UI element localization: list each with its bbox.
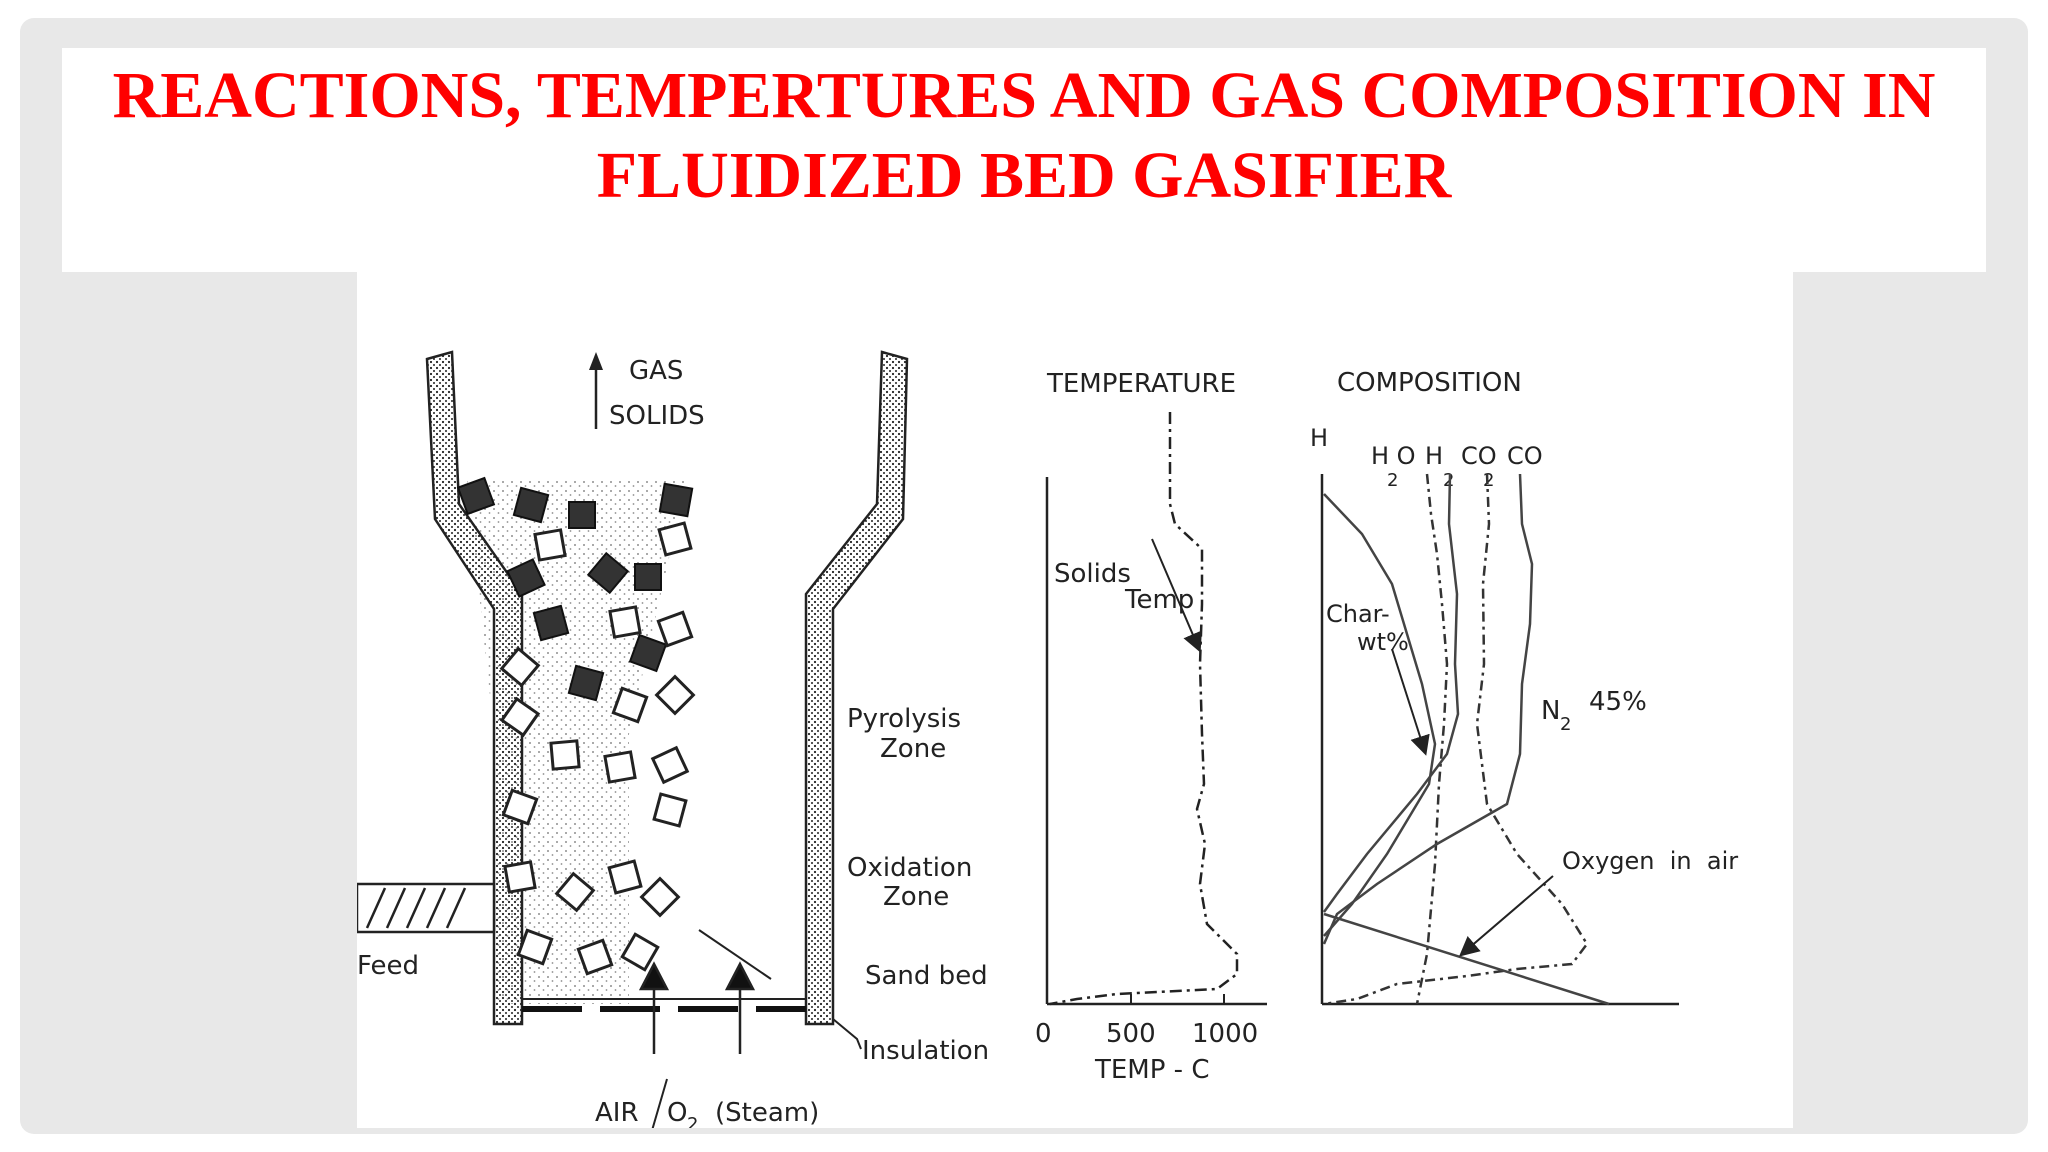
composition-plot: COMPOSITION H H O 2 H 2 CO 2 CO (1310, 368, 1738, 1006)
oxygen-in-air-label: Oxygen in air (1562, 847, 1738, 875)
char-label-line-1: Char- (1326, 600, 1390, 628)
left-wall (425, 350, 524, 1026)
oxidation-zone-label-line-2: Zone (883, 882, 949, 912)
diagram-panel: GAS SOLIDS Pyrolysis Zone Oxidation Zone… (357, 264, 1793, 1128)
insulation-label: Insulation (862, 1036, 989, 1066)
gasifier-diagram: GAS SOLIDS Pyrolysis Zone Oxidation Zone… (357, 350, 1738, 1128)
temperature-tick-1000: 1000 (1192, 1019, 1258, 1049)
co-curve (1322, 473, 1534, 945)
co2-subscript: 2 (1483, 470, 1494, 491)
slide-title-line-2: FLUIDIZED BED GASIFIER (596, 139, 1452, 212)
co2-label: CO (1461, 442, 1497, 470)
n2-subscript: 2 (1560, 714, 1571, 735)
h2o-subscript: 2 (1387, 470, 1398, 491)
sand-bed-label: Sand bed (865, 961, 988, 991)
air-label-o: O (667, 1098, 687, 1128)
n2-label: N (1541, 696, 1560, 726)
slide-title: REACTIONS, TEMPERTURES AND GAS COMPOSITI… (62, 56, 1986, 216)
gasifier-leader-lines (698, 929, 862, 1050)
slide-title-line-1: REACTIONS, TEMPERTURES AND GAS COMPOSITI… (112, 59, 1936, 132)
title-box: REACTIONS, TEMPERTURES AND GAS COMPOSITI… (62, 48, 1986, 272)
composition-h-label: H (1310, 424, 1328, 452)
h2o-label: H O (1371, 442, 1416, 470)
composition-heading: COMPOSITION (1337, 368, 1522, 398)
gas-outlet-arrow (589, 352, 603, 429)
char-curve (1323, 493, 1437, 937)
temperature-tick-500: 500 (1106, 1019, 1156, 1049)
slide-background: REACTIONS, TEMPERTURES AND GAS COMPOSITI… (20, 18, 2028, 1134)
co-label: CO (1507, 442, 1543, 470)
temperature-plot: TEMPERATURE Solids Temp 0 500 1000 TEMP … (1035, 369, 1267, 1085)
h2-curve (1322, 473, 1460, 913)
solids-temp-label-line-2: Temp (1124, 585, 1194, 615)
char-label-line-2: wt% (1357, 628, 1409, 656)
temperature-tick-0: 0 (1035, 1019, 1052, 1049)
right-wall (804, 350, 909, 1026)
pyrolysis-zone-label-line-1: Pyrolysis (847, 704, 961, 734)
solids-temp-label-line-1: Solids (1054, 559, 1131, 589)
gas-label: GAS (629, 356, 683, 386)
char-particles (456, 476, 694, 702)
co2-curve (1323, 473, 1589, 1006)
air-inlet-arrows (638, 961, 756, 1054)
h2-label: H (1425, 442, 1443, 470)
oxygen-line (1323, 912, 1610, 1006)
sand-particles (499, 521, 696, 976)
pyrolysis-zone-label-line-2: Zone (880, 734, 946, 764)
n2-value: 45% (1589, 687, 1647, 717)
air-label-subscript: 2 (687, 1114, 698, 1128)
temperature-heading: TEMPERATURE (1046, 369, 1236, 399)
air-label-part-2: (Steam) (715, 1098, 819, 1128)
air-inlet-label: AIR O 2 (Steam) (595, 1078, 819, 1128)
solids-temperature-curve (1049, 412, 1239, 1006)
oxidation-zone-label-line-1: Oxidation (847, 853, 972, 883)
temperature-axis-title: TEMP - C (1094, 1055, 1210, 1085)
air-label-part-1: AIR (595, 1098, 639, 1128)
feed-screw (357, 882, 496, 934)
feed-label: Feed (357, 951, 419, 981)
solids-label: SOLIDS (609, 401, 705, 431)
